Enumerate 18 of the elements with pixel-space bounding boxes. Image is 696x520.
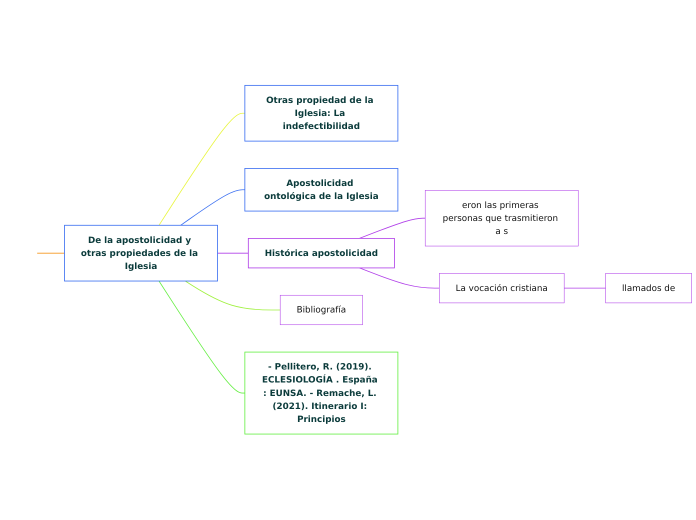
node-box: La vocación cristiana [439, 273, 564, 304]
connector [359, 218, 426, 240]
connector [158, 280, 246, 394]
node-box: eron las primeras personas que trasmitieron a s [424, 190, 579, 247]
connector [36, 253, 65, 254]
connector [359, 268, 440, 289]
connector [184, 280, 281, 311]
node-box: Bibliografía [280, 295, 363, 326]
node-box: Apostolicidad ontológica de la Iglesia [244, 168, 398, 212]
node-box: De la apostolicidad y otras propiedades de la Iglesia [64, 225, 218, 282]
connector [217, 253, 249, 254]
node-box: - Pellitero, R. (2019). ECLESIOLOGÍA . España : EUNSA. - Remache, L. (2021). Itinerario I: Principios [244, 352, 398, 435]
node-box: llamados de [605, 273, 692, 304]
node-box: Otras propiedad de la Iglesia: La indefectibilidad [244, 85, 398, 142]
connector [158, 113, 246, 226]
node-box: Histórica apostolicidad [248, 238, 395, 269]
connector [180, 190, 246, 226]
connector [564, 288, 606, 289]
